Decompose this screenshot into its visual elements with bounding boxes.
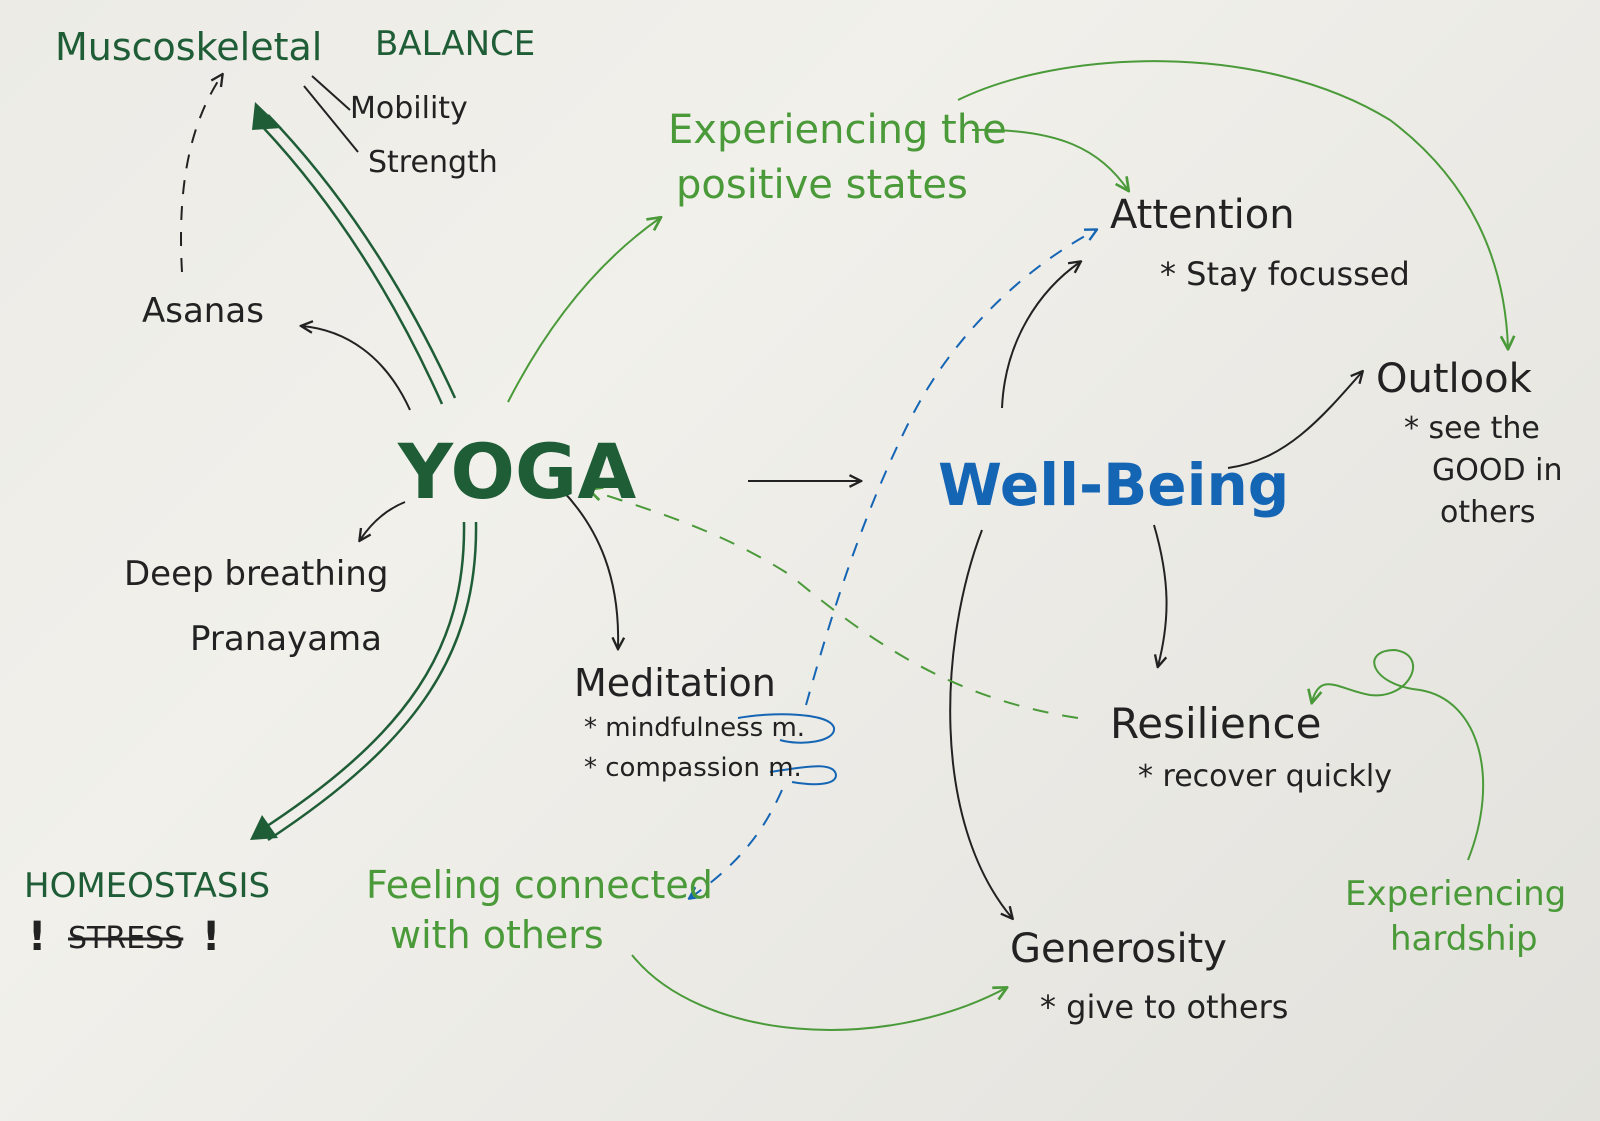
yoga-node: YOGA [397,427,636,516]
arrow-asanas-to-musculoskeletal [180,75,222,273]
arrow-yoga-to-musculoskeletal [252,102,457,405]
musculoskeletal-label: Muscoskeletal [55,25,322,69]
arrow-yoga-to-breathing [360,501,406,540]
arrow-resilience-to-yoga [590,490,1079,719]
feeling-connected-line2: with others [390,913,604,957]
stress-label: STRESS [68,921,183,956]
arrow-yoga-to-asanas [302,326,411,411]
feeling-connected-line1: Feeling connected [366,863,713,907]
arrow-positive-to-outlook [957,60,1508,348]
stress-mark-left: ! [28,914,46,960]
compassion-loop [769,765,838,786]
resilience-label: Resilience [1110,699,1321,748]
strength-label: Strength [368,145,498,180]
resilience-sub: * recover quickly [1138,759,1392,794]
balance-label: BALANCE [375,24,535,64]
compassion-label: * compassion m. [584,753,802,783]
strength-connector [303,85,359,153]
mindfulness-loop [737,713,835,744]
arrow-yoga-to-homeostasis [250,521,478,842]
arrow-hardship-to-resilience [1312,648,1485,861]
wellbeing-node: Well-Being [938,451,1289,519]
stress-mark-right: ! [202,914,220,960]
hardship-line1: Experiencing [1345,874,1566,914]
arrow-wellbeing-to-generosity [949,529,1012,918]
arrow-positive-to-attention [971,128,1128,190]
attention-label: Attention [1110,192,1295,238]
arrow-meditation-to-attention [805,230,1096,706]
arrow-yoga-to-positive-states [507,218,660,403]
mobility-label: Mobility [350,91,468,126]
positive-states-line2: positive states [676,162,968,208]
positive-states-line1: Experiencing the [668,107,1007,153]
pranayama-label: Pranayama [190,619,382,659]
generosity-sub: * give to others [1040,988,1288,1026]
deep-breathing-label: Deep breathing [124,554,388,594]
hardship-line2: hardship [1390,919,1538,959]
homeostasis-label: HOMEOSTASIS [24,866,270,906]
generosity-label: Generosity [1010,926,1227,972]
arrow-wellbeing-to-outlook [1227,372,1362,469]
arrow-yoga-to-meditation [561,489,618,648]
mobility-connector [311,75,351,111]
arrow-feeling-to-generosity [631,954,1006,1031]
outlook-sub-2: GOOD in [1432,453,1562,488]
meditation-label: Meditation [574,661,776,705]
asanas-label: Asanas [142,291,264,331]
outlook-sub-1: * see the [1404,411,1540,446]
outlook-sub-3: others [1440,495,1536,530]
mindfulness-label: * mindfulness m. [584,713,805,743]
attention-sub: * Stay focussed [1160,255,1410,293]
outlook-label: Outlook [1376,356,1533,402]
arrow-wellbeing-to-attention [1001,262,1080,409]
arrow-wellbeing-to-resilience [1153,524,1168,666]
